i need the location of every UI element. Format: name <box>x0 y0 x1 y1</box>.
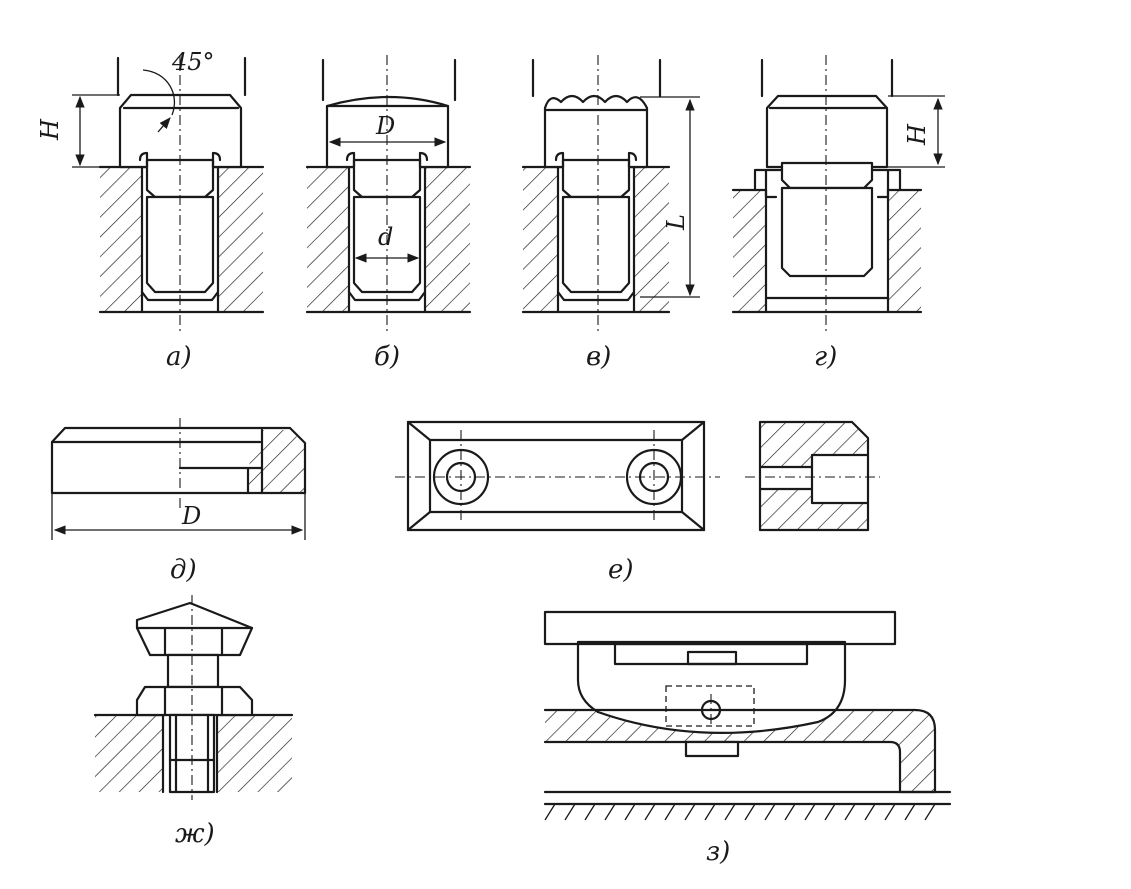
label-a: а) <box>166 342 192 372</box>
view-d: D д) <box>50 418 307 585</box>
view-zh: ж) <box>93 595 294 849</box>
view-b: D d б) <box>305 55 472 372</box>
label-e: е) <box>608 555 634 585</box>
dim-bore-b: d <box>378 223 393 251</box>
dim-height-a: H <box>36 118 64 141</box>
view-e: е) <box>395 420 880 585</box>
label-g: г) <box>814 342 837 372</box>
dim-angle-45: 45° <box>171 48 215 76</box>
label-d: д) <box>170 555 197 585</box>
label-v: в) <box>586 342 611 372</box>
label-z: з) <box>706 837 730 867</box>
dim-diameter-d: D <box>181 502 201 530</box>
view-z: з) <box>543 610 952 867</box>
view-g: H г) <box>731 55 945 372</box>
dim-diameter-b: D <box>375 112 395 140</box>
dim-length-v: L <box>662 214 690 231</box>
dim-height-g: H <box>903 123 931 146</box>
view-a: H 45° а) <box>36 48 265 372</box>
label-zh: ж) <box>175 819 215 849</box>
view-v: L в) <box>521 55 700 372</box>
label-b: б) <box>374 342 400 372</box>
